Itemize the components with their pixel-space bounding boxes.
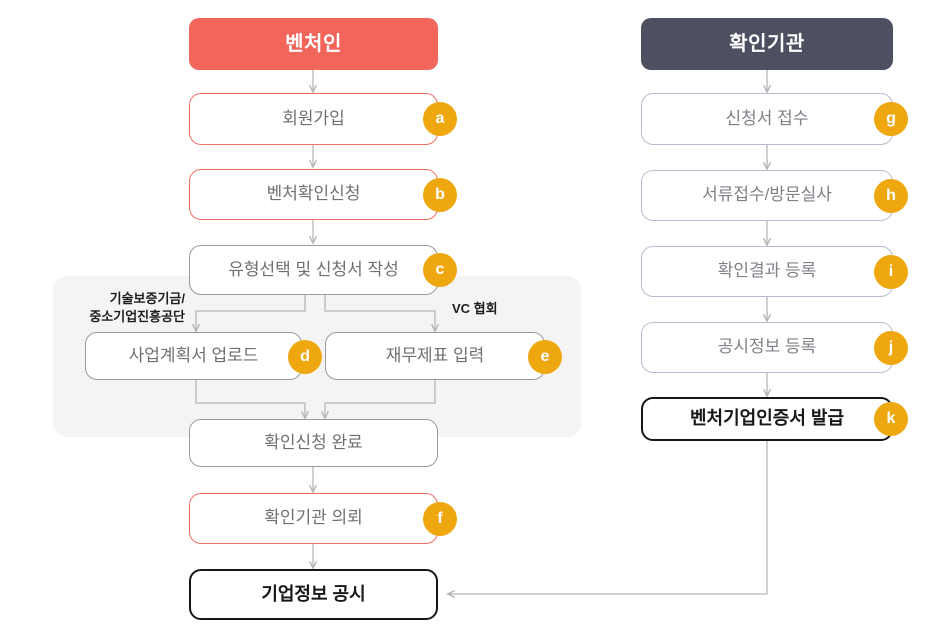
node-j-register-disclosure-info[interactable]: 공시정보 등록 bbox=[641, 322, 893, 373]
badge-a: a bbox=[423, 102, 457, 136]
node-g-receive-application[interactable]: 신청서 접수 bbox=[641, 93, 893, 145]
node-a-label: 회원가입 bbox=[282, 108, 345, 128]
column-header-applicant: 벤처인 bbox=[189, 18, 438, 70]
badge-e: e bbox=[528, 340, 562, 374]
badge-f-label: f bbox=[437, 510, 443, 527]
badge-h: h bbox=[874, 179, 908, 213]
node-b-label: 벤처확인신청 bbox=[266, 184, 361, 204]
node-d-business-plan-upload[interactable]: 사업계획서 업로드 bbox=[85, 332, 302, 380]
node-k-label: 벤처기업인증서 발급 bbox=[689, 408, 845, 429]
edge-label-left-branch: 기술보증기금/ 중소기업진흥공단 bbox=[89, 291, 185, 324]
edge-k-to-public bbox=[448, 441, 768, 594]
badge-d: d bbox=[288, 340, 322, 374]
node-h-document-site-review[interactable]: 서류접수/방문실사 bbox=[641, 170, 893, 221]
node-c-label: 유형선택 및 신청서 작성 bbox=[228, 259, 399, 279]
node-company-info-disclosure[interactable]: 기업정보 공시 bbox=[189, 569, 438, 620]
node-h-label: 서류접수/방문실사 bbox=[702, 185, 832, 205]
badge-f: f bbox=[423, 502, 457, 536]
node-f-request-agency[interactable]: 확인기관 의뢰 bbox=[189, 493, 438, 544]
badge-k-label: k bbox=[886, 410, 896, 427]
badge-k: k bbox=[874, 402, 908, 436]
node-j-label: 공시정보 등록 bbox=[717, 337, 817, 357]
badge-g-label: g bbox=[886, 110, 896, 127]
node-application-complete[interactable]: 확인신청 완료 bbox=[189, 419, 438, 467]
node-d-label: 사업계획서 업로드 bbox=[128, 345, 259, 365]
badge-a-label: a bbox=[435, 110, 445, 127]
node-e-label: 재무제표 입력 bbox=[385, 345, 485, 365]
badge-i-label: i bbox=[888, 263, 894, 280]
badge-i: i bbox=[874, 255, 908, 289]
column-header-applicant-label: 벤처인 bbox=[285, 33, 342, 55]
node-i-label: 확인결과 등록 bbox=[717, 261, 817, 281]
node-b-venture-apply[interactable]: 벤처확인신청 bbox=[189, 169, 438, 220]
badge-g: g bbox=[874, 102, 908, 136]
node-f-label: 확인기관 의뢰 bbox=[264, 508, 363, 528]
node-c-type-select[interactable]: 유형선택 및 신청서 작성 bbox=[189, 245, 438, 295]
badge-j: j bbox=[874, 331, 908, 365]
badge-b-label: b bbox=[435, 186, 445, 203]
node-i-register-result[interactable]: 확인결과 등록 bbox=[641, 246, 893, 297]
badge-c-label: c bbox=[435, 261, 445, 278]
column-header-agency: 확인기관 bbox=[641, 18, 893, 70]
badge-c: c bbox=[423, 253, 457, 287]
node-k-issue-certificate[interactable]: 벤처기업인증서 발급 bbox=[641, 397, 893, 441]
badge-d-label: d bbox=[300, 348, 310, 365]
badge-j-label: j bbox=[888, 339, 894, 356]
node-e-financial-statement-input[interactable]: 재무제표 입력 bbox=[325, 332, 545, 380]
badge-h-label: h bbox=[886, 187, 896, 204]
node-a-signup[interactable]: 회원가입 bbox=[189, 93, 438, 145]
node-application-complete-label: 확인신청 완료 bbox=[264, 432, 363, 452]
column-header-agency-label: 확인기관 bbox=[729, 33, 805, 55]
node-company-info-disclosure-label: 기업정보 공시 bbox=[261, 583, 366, 604]
badge-e-label: e bbox=[540, 348, 550, 365]
node-g-label: 신청서 접수 bbox=[725, 108, 809, 128]
edge-label-right-branch: VC 협회 bbox=[452, 301, 498, 316]
badge-b: b bbox=[423, 178, 457, 212]
